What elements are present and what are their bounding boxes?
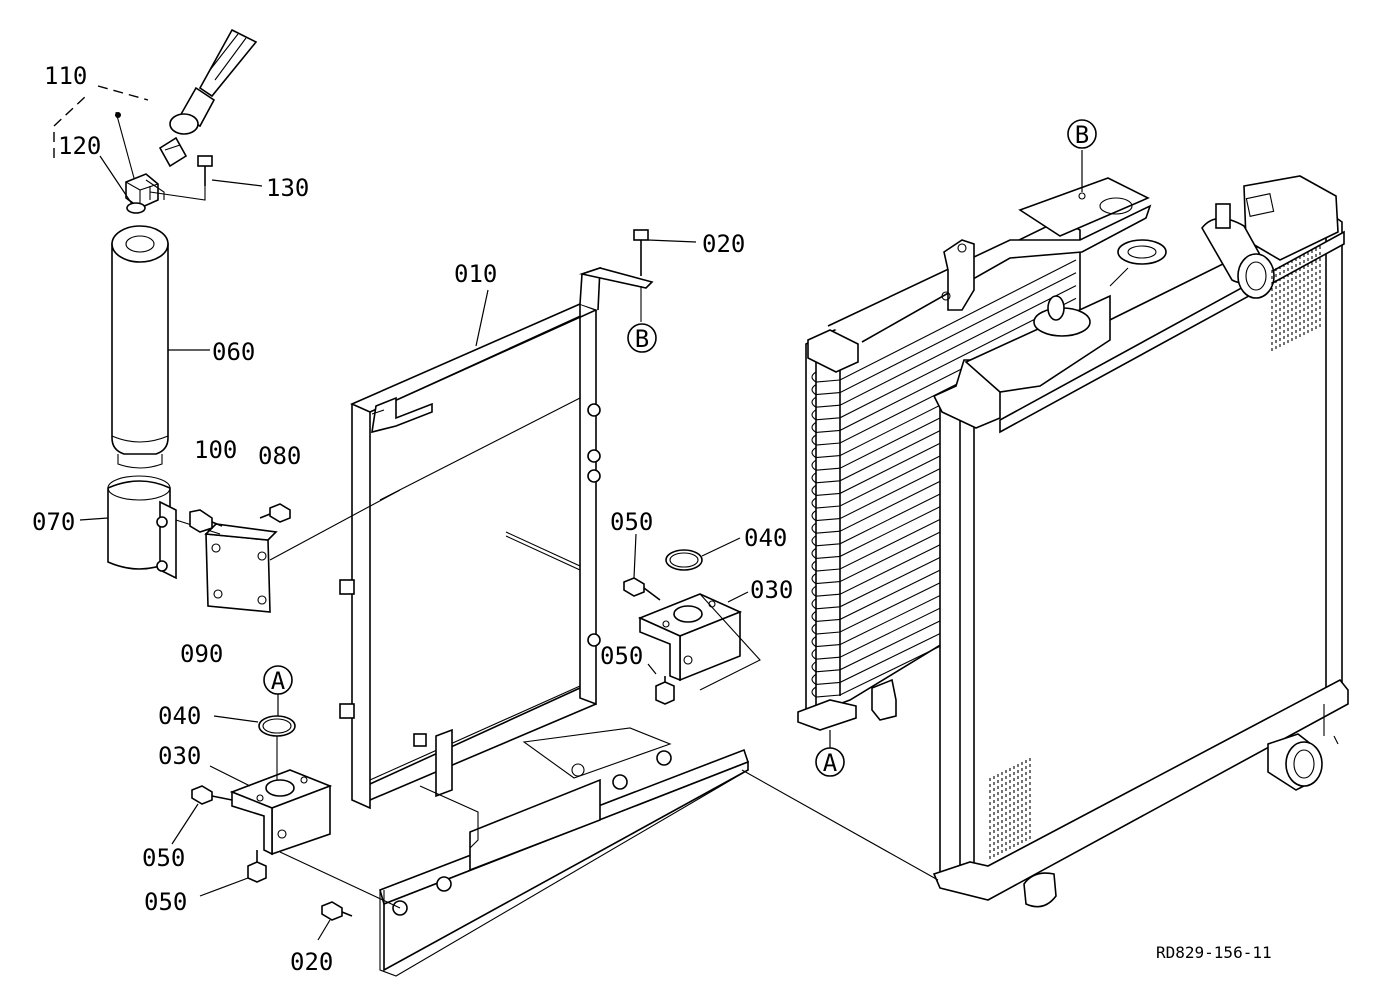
callout-050-b: 050 bbox=[144, 888, 187, 916]
callout-050-a: 050 bbox=[142, 844, 185, 872]
callout-130: 130 bbox=[266, 174, 309, 202]
condenser-fin bbox=[811, 553, 1077, 673]
condenser-fin bbox=[811, 285, 1077, 408]
o-ring-120 bbox=[99, 155, 146, 214]
condenser-fin bbox=[811, 489, 1077, 610]
condenser-fin bbox=[811, 323, 1077, 446]
bolt-020-top bbox=[633, 229, 697, 322]
callout-050-c: 050 bbox=[610, 508, 653, 536]
callout-030-left: 030 bbox=[158, 742, 201, 770]
condenser-fin bbox=[811, 361, 1077, 484]
condenser-fin bbox=[811, 502, 1077, 622]
condenser-fin bbox=[811, 438, 1077, 559]
callout-020-top: 020 bbox=[702, 230, 745, 258]
condenser-fin bbox=[811, 259, 1077, 383]
condenser-fin bbox=[811, 566, 1077, 685]
callout-100: 100 bbox=[194, 436, 237, 464]
hose-assembly bbox=[158, 28, 258, 168]
condenser-fin bbox=[811, 310, 1077, 433]
ref-mark-a-right: A bbox=[815, 747, 845, 777]
ref-mark-b-frame: B bbox=[627, 323, 657, 353]
condenser-fin bbox=[811, 541, 1077, 660]
callout-010: 010 bbox=[454, 260, 497, 288]
callout-120: 120 bbox=[58, 132, 101, 160]
condenser-fin bbox=[811, 413, 1077, 534]
condenser-fin bbox=[811, 400, 1077, 522]
callout-060: 060 bbox=[212, 338, 255, 366]
bolt-050-b bbox=[199, 850, 267, 897]
callout-030-right: 030 bbox=[750, 576, 793, 604]
callout-090: 090 bbox=[180, 640, 223, 668]
condenser-fin bbox=[811, 272, 1077, 396]
condenser-fin bbox=[811, 374, 1077, 496]
condenser-fin bbox=[811, 336, 1077, 459]
bolt-080 bbox=[259, 503, 291, 523]
ref-a-right-label: A bbox=[823, 749, 838, 777]
block-030-right bbox=[637, 537, 761, 691]
drawing-number: RD829-156-11 bbox=[1156, 943, 1272, 962]
kit-110-bracket bbox=[53, 85, 149, 158]
callout-020-bottom: 020 bbox=[290, 948, 333, 976]
callout-070: 070 bbox=[32, 508, 75, 536]
condenser-fin bbox=[811, 579, 1077, 698]
condenser-fin bbox=[811, 387, 1077, 509]
bracket-clamp-070 bbox=[79, 475, 177, 580]
condenser-fins bbox=[811, 259, 1077, 698]
ref-mark-b-radiator: B bbox=[1067, 119, 1097, 149]
callout-040-left: 040 bbox=[158, 702, 201, 730]
bolt-020-bottom bbox=[317, 901, 353, 941]
condenser-fin bbox=[811, 515, 1077, 635]
radiator bbox=[741, 175, 1349, 908]
ref-a-left-label: A bbox=[271, 667, 286, 695]
bolt-050-c bbox=[623, 533, 661, 601]
condenser-fin bbox=[811, 464, 1077, 585]
bolt-050-d bbox=[647, 663, 675, 705]
receiver-drier bbox=[111, 225, 210, 469]
callout-110: 110 bbox=[44, 62, 87, 90]
ref-mark-a-left: A bbox=[263, 665, 293, 716]
pressure-switch bbox=[115, 111, 165, 209]
ref-b-frame-label: B bbox=[635, 325, 649, 353]
radiator-core-texture bbox=[989, 246, 1321, 859]
condenser-fin bbox=[811, 477, 1077, 597]
callout-080: 080 bbox=[258, 442, 301, 470]
condenser-fin bbox=[811, 297, 1077, 421]
condenser-fin bbox=[811, 349, 1077, 471]
block-030-left bbox=[209, 715, 401, 909]
condenser-fin bbox=[811, 451, 1077, 572]
frame-010 bbox=[339, 266, 654, 810]
bolt-050-a bbox=[171, 785, 233, 845]
bolt-100 bbox=[189, 509, 223, 533]
bolt-130 bbox=[149, 155, 263, 201]
ref-b-radiator-label: B bbox=[1075, 121, 1089, 149]
condenser-fin bbox=[811, 425, 1077, 547]
condenser-fin bbox=[811, 528, 1077, 648]
callout-040-right: 040 bbox=[744, 524, 787, 552]
callout-050-d: 050 bbox=[600, 642, 643, 670]
